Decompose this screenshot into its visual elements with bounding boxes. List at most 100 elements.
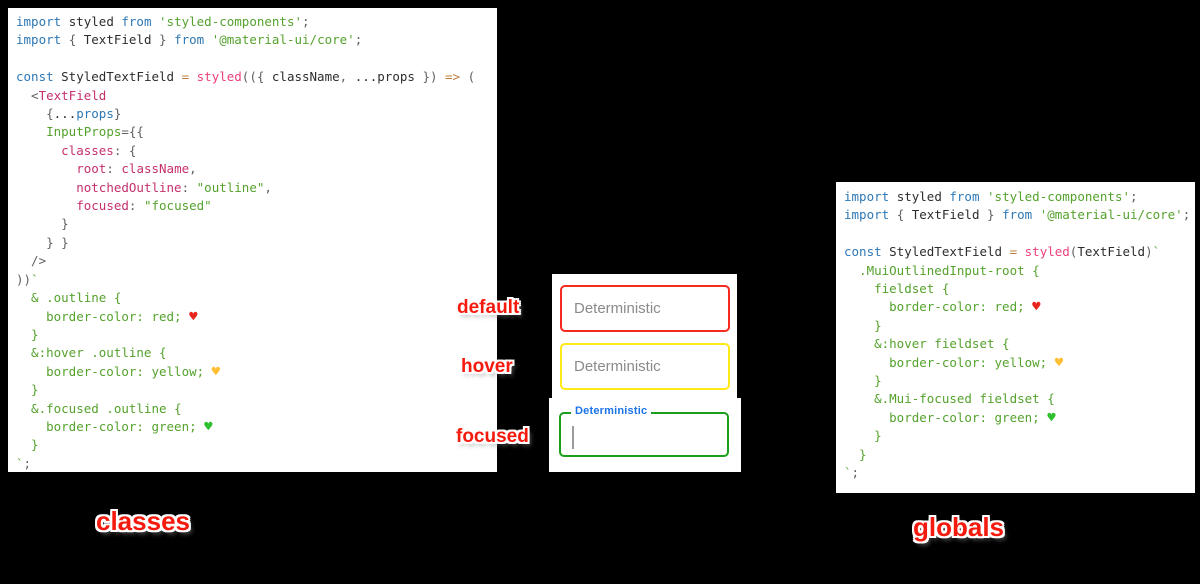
caption-classes: classes [96, 506, 190, 536]
code-line: &:hover fieldset { [844, 335, 1193, 353]
code-token: } [159, 32, 175, 48]
code-token: ... [53, 106, 77, 122]
code-line: const StyledTextField = styled(({ classN… [16, 68, 493, 86]
code-token: (({ [241, 69, 272, 85]
code-token: '@material-ui/core' [211, 32, 355, 48]
state-label-default: default [457, 297, 520, 318]
code-token: } } [16, 234, 69, 250]
code-line: .MuiOutlinedInput-root { [844, 262, 1193, 280]
code-token: "outline" [196, 179, 265, 195]
textfield-focused-input[interactable] [561, 414, 727, 455]
code-token: styled [68, 14, 122, 29]
code-token: } [844, 373, 882, 389]
code-token: : [181, 179, 197, 195]
code-token: ` [31, 271, 39, 287]
code-token: ; [1130, 189, 1138, 204]
code-line: } [844, 427, 1193, 445]
code-panel-globals: import styled from 'styled-components';i… [836, 182, 1195, 493]
code-line: &:hover .outline { [16, 344, 493, 362]
code-token: notchedOutline [76, 179, 182, 195]
code-token: import [844, 207, 897, 223]
code-token: &.Mui-focused fieldset { [844, 391, 1055, 407]
code-token: ` [16, 455, 24, 471]
code-token: } [16, 382, 39, 398]
code-line: ))` [16, 271, 493, 289]
heart-icon: ♥ [1054, 354, 1064, 371]
code-token: &:hover .outline { [16, 345, 167, 361]
code-token: from [174, 32, 212, 48]
code-line: fieldset { [844, 280, 1193, 298]
code-token: } [844, 317, 882, 333]
code-token: ; [851, 465, 860, 481]
code-token: { [68, 32, 84, 48]
code-token: import [844, 189, 897, 204]
code-token: , [264, 179, 272, 195]
code-token: props [76, 106, 114, 122]
code-line: /> [16, 252, 493, 270]
code-token: from [1002, 207, 1040, 223]
code-token: ` [844, 465, 852, 481]
text-cursor [572, 426, 574, 449]
code-token: TextField [38, 87, 107, 103]
code-line: border-color: yellow; ♥ [16, 363, 493, 381]
heart-icon: ♥ [189, 308, 198, 325]
textfield-hover[interactable] [560, 343, 730, 390]
textfield-default[interactable] [560, 285, 730, 332]
code-token: TextField [83, 32, 160, 48]
code-line [16, 50, 493, 68]
code-token: } [113, 106, 122, 122]
code-token: ...props [354, 69, 423, 85]
code-token: } [16, 437, 39, 453]
code-token: fieldset { [844, 281, 950, 297]
code-token: & .outline { [16, 290, 122, 306]
code-token: from [949, 189, 988, 204]
code-token: 'styled-components' [159, 14, 303, 29]
code-line: notchedOutline: "outline", [16, 179, 493, 197]
heart-icon: ♥ [1032, 299, 1041, 316]
code-token: ; [1182, 207, 1191, 223]
code-token: InputProps [46, 124, 122, 140]
code-line: &.Mui-focused fieldset { [844, 390, 1193, 408]
code-line: } [16, 215, 493, 233]
code-line: } [16, 436, 493, 454]
code-line: border-color: red; ♥ [844, 298, 1193, 316]
code-line: import styled from 'styled-components'; [844, 188, 1193, 206]
code-token: styled [1024, 244, 1070, 260]
code-token [16, 198, 76, 213]
code-panel-classes: import styled from 'styled-components';i… [8, 8, 497, 472]
textfield-hover-input[interactable] [562, 345, 728, 388]
code-token [16, 143, 61, 158]
textfield-demo-card-focused: Deterministic [549, 398, 741, 472]
code-token: ; [23, 455, 32, 471]
code-token: } [16, 326, 39, 342]
heart-icon: ♥ [1047, 409, 1056, 426]
code-line: `; [16, 455, 493, 472]
code-token: = [181, 69, 197, 85]
code-token: } [987, 207, 1003, 223]
textfield-demo-card [552, 274, 737, 398]
code-token: < [16, 87, 39, 103]
code-token: => [445, 69, 468, 85]
code-token: ={{ [121, 124, 144, 140]
code-token: } [844, 446, 867, 462]
code-line: } [16, 381, 493, 399]
code-line: } [844, 317, 1193, 335]
code-token: border-color: yellow; [16, 363, 212, 379]
code-token: /> [16, 253, 47, 269]
code-token: '@material-ui/core' [1039, 207, 1183, 223]
code-token: styled [196, 69, 242, 85]
code-line: const StyledTextField = styled(TextField… [844, 243, 1193, 261]
code-token [16, 180, 76, 195]
code-token: border-color: red; [16, 308, 190, 324]
state-label-hover: hover [461, 356, 513, 377]
code-line: } } [16, 234, 493, 252]
textfield-default-input[interactable] [562, 287, 728, 330]
code-line: InputProps={{ [16, 123, 493, 141]
textfield-focused[interactable]: Deterministic [559, 405, 729, 457]
code-token: ) [1145, 244, 1153, 260]
code-token: ` [1152, 244, 1161, 260]
code-line: border-color: yellow; ♥ [844, 354, 1193, 372]
heart-icon: ♥ [204, 418, 213, 435]
code-line: classes: { [16, 142, 493, 160]
